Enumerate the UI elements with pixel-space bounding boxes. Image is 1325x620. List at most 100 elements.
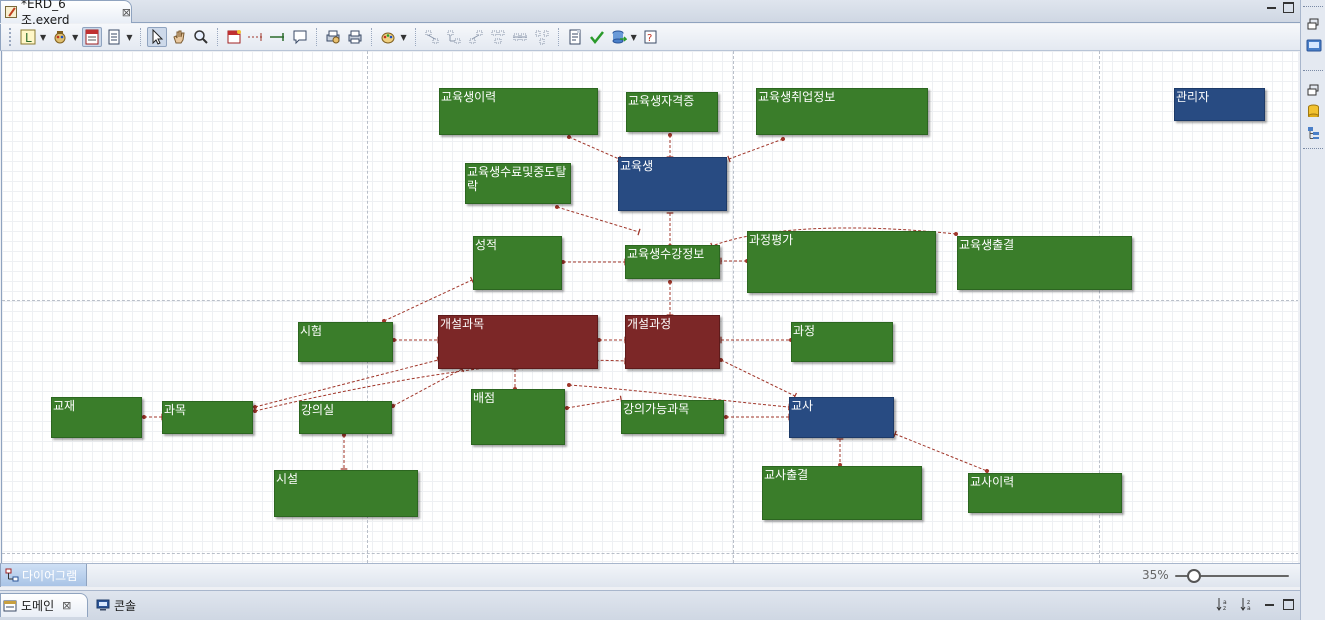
- maximize-icon[interactable]: [1283, 598, 1294, 610]
- report-button[interactable]: [565, 27, 585, 47]
- notation-button[interactable]: L: [18, 27, 38, 47]
- relation-line[interactable]: [727, 136, 786, 163]
- new-entity-button[interactable]: [224, 27, 244, 47]
- entity-box[interactable]: 교육생자격증: [626, 92, 718, 132]
- print-preview-button[interactable]: [323, 27, 343, 47]
- relation-line[interactable]: [252, 356, 440, 410]
- close-icon[interactable]: ⊠: [62, 599, 72, 612]
- erd-file-icon: [5, 6, 17, 18]
- hand-tool-button[interactable]: [169, 27, 189, 47]
- align-center-button[interactable]: [444, 27, 464, 47]
- relation-line[interactable]: [381, 276, 474, 324]
- entity-box[interactable]: 시설: [274, 470, 418, 517]
- minimize-icon[interactable]: [1266, 2, 1277, 13]
- restore-icon[interactable]: [1307, 84, 1320, 97]
- toolbar-separator: [140, 28, 142, 46]
- align-icon: [447, 30, 461, 44]
- relation-line[interactable]: [566, 382, 790, 411]
- entity-box[interactable]: 교재: [51, 397, 142, 438]
- relation-line[interactable]: [893, 430, 990, 474]
- diagram-toolbar: L ▼ ▼ ▼: [0, 24, 1300, 51]
- sort-descending-icon[interactable]: za: [1240, 597, 1256, 611]
- align-top-button[interactable]: [488, 27, 508, 47]
- entity-box[interactable]: 강의가능과목: [621, 400, 724, 434]
- sort-ascending-icon[interactable]: az: [1216, 597, 1232, 611]
- paint-button[interactable]: [378, 27, 398, 47]
- entity-box[interactable]: 배점: [471, 389, 565, 445]
- outline-view-icon[interactable]: [1306, 38, 1322, 54]
- minimize-icon[interactable]: [1264, 599, 1275, 610]
- entity-box[interactable]: 강의실: [299, 401, 392, 434]
- tab-domain[interactable]: 도메인 ⊠: [0, 593, 88, 617]
- table-view-button[interactable]: [82, 27, 103, 47]
- close-icon[interactable]: ⊠: [121, 5, 131, 19]
- entity-box[interactable]: 과정평가: [747, 231, 936, 293]
- maximize-icon[interactable]: [1283, 2, 1294, 13]
- chevron-down-icon[interactable]: ▼: [630, 32, 637, 42]
- relation-line[interactable]: [390, 365, 465, 409]
- entity-box[interactable]: 교육생: [618, 157, 727, 211]
- align-left-button[interactable]: [422, 27, 442, 47]
- entity-box[interactable]: 시험: [298, 322, 393, 362]
- svg-text:L: L: [25, 31, 32, 45]
- page-view-button[interactable]: [104, 27, 124, 47]
- select-tool-button[interactable]: [147, 27, 168, 47]
- chevron-down-icon[interactable]: ▼: [400, 32, 407, 42]
- restore-icon[interactable]: [1307, 18, 1320, 31]
- validate-button[interactable]: [587, 27, 607, 47]
- align-icon: [535, 30, 549, 45]
- svg-text:z: z: [1247, 599, 1250, 606]
- relation-line[interactable]: [566, 134, 621, 163]
- align-bottom-button[interactable]: [532, 27, 552, 47]
- memo-button[interactable]: [290, 27, 310, 47]
- chevron-down-icon[interactable]: ▼: [40, 32, 47, 42]
- zoom-slider[interactable]: [1175, 568, 1289, 584]
- forward-engineer-button[interactable]: [609, 27, 629, 47]
- right-trim-stack: [1300, 0, 1325, 620]
- entity-box[interactable]: 과목: [162, 401, 253, 434]
- erd-diagram-canvas[interactable]: 교육생이력 교육생자격증 교육생취업정보 관리자 교육생 교육생수료및중도탈락 …: [1, 51, 1298, 563]
- entity-box[interactable]: 과정: [791, 322, 893, 362]
- entity-box[interactable]: 교사이력: [968, 473, 1122, 513]
- chevron-down-icon[interactable]: ▼: [72, 32, 79, 42]
- color-button[interactable]: [50, 27, 70, 47]
- identifying-relation-button[interactable]: [268, 27, 288, 47]
- entity-box[interactable]: 교사: [789, 397, 894, 438]
- zoom-slider-thumb[interactable]: [1187, 569, 1201, 583]
- entity-box[interactable]: 교육생수료및중도탈락: [465, 163, 571, 204]
- entity-label: 교육생이력: [441, 90, 497, 104]
- help-button[interactable]: ?: [641, 27, 661, 47]
- tab-console[interactable]: 콘솔: [96, 593, 148, 617]
- entity-box[interactable]: 성적: [473, 236, 562, 290]
- non-identifying-relation-button[interactable]: [246, 27, 266, 47]
- relation-line[interactable]: [718, 357, 798, 400]
- chevron-down-icon[interactable]: ▼: [126, 32, 133, 42]
- entity-box[interactable]: 교육생취업정보: [756, 88, 928, 135]
- entity-label: 배점: [473, 391, 496, 405]
- zoom-slider-track[interactable]: [1175, 575, 1289, 577]
- tab-console-label: 콘솔: [114, 598, 137, 613]
- editor-tab-bar: *ERD_6조.exerd ⊠: [0, 0, 1300, 27]
- entity-box[interactable]: 교육생이력: [439, 88, 598, 135]
- relation-line[interactable]: [564, 395, 623, 411]
- relation-line[interactable]: [710, 227, 959, 250]
- entity-box[interactable]: 관리자: [1174, 88, 1265, 121]
- entity-box[interactable]: 교육생수강정보: [625, 245, 720, 279]
- align-middle-button[interactable]: [510, 27, 530, 47]
- page-icon: [108, 29, 120, 45]
- entity-box[interactable]: 교육생출결: [957, 236, 1132, 290]
- print-button[interactable]: [345, 27, 365, 47]
- database-icon[interactable]: [1307, 104, 1320, 117]
- entity-box[interactable]: 교사출결: [762, 466, 922, 520]
- model-tree-icon[interactable]: [1307, 126, 1320, 139]
- entity-label: 교육생수료및중도탈락: [467, 165, 567, 193]
- print-preview-icon: [326, 30, 340, 44]
- zoom-tool-button[interactable]: [191, 27, 211, 47]
- entity-box[interactable]: 개설과목: [438, 315, 598, 369]
- align-right-button[interactable]: [466, 27, 486, 47]
- editor-tab[interactable]: *ERD_6조.exerd ⊠: [0, 0, 132, 27]
- entity-label: 교육생수강정보: [627, 247, 705, 261]
- entity-box[interactable]: 개설과정: [625, 315, 720, 369]
- diagram-page-tab[interactable]: 다이어그램: [1, 564, 87, 586]
- relation-line[interactable]: [554, 204, 641, 236]
